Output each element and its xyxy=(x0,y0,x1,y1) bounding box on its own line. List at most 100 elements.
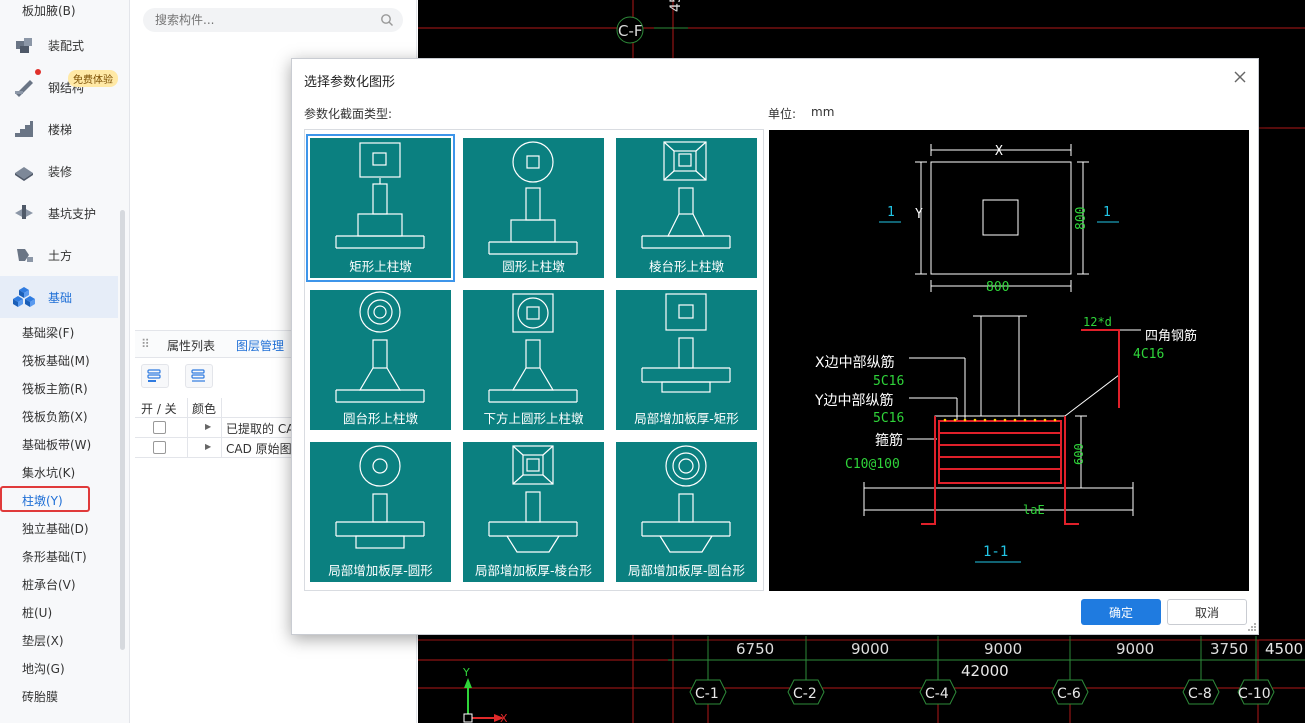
sub-item-foundation-beam[interactable]: 基础梁(F) xyxy=(22,326,75,340)
sidebar-item-decoration[interactable]: 装修 xyxy=(0,150,118,192)
unit-value: mm xyxy=(811,105,835,119)
sidebar-item-prefab[interactable]: 装配式 xyxy=(0,24,118,66)
rect-pier-thumbnail xyxy=(335,142,425,249)
table-row[interactable]: ▶ 已提取的 CAD xyxy=(135,418,417,438)
decoration-icon xyxy=(10,160,38,182)
layer-hide-button[interactable] xyxy=(185,364,213,388)
layer-checkbox[interactable] xyxy=(153,421,166,434)
expand-arrow-icon[interactable]: ▶ xyxy=(205,422,212,431)
axis-c1: C-1 xyxy=(695,686,719,702)
cancel-button[interactable]: 取消 xyxy=(1167,599,1247,625)
sidebar-item-earthwork[interactable]: 土方 xyxy=(0,234,118,276)
sidebar-item-foundation[interactable]: 基础 xyxy=(0,276,118,318)
x-mid-rebar-value: 5C16 xyxy=(873,374,904,389)
search-input[interactable] xyxy=(143,8,403,32)
sub-item-sump[interactable]: 集水坑(K) xyxy=(22,466,76,480)
shape-grid: 矩形上柱墩 圆形上柱墩 xyxy=(304,129,764,591)
shape-tile-frustum-top[interactable]: 棱台形上柱墩 xyxy=(616,138,757,278)
dim-9000-a: 9000 xyxy=(851,640,889,658)
confirm-button[interactable]: 确定 xyxy=(1081,599,1161,625)
sidebar-scrollbar[interactable] xyxy=(120,210,125,650)
thicken-cone-thumbnail xyxy=(641,445,731,553)
shape-preview: X Y 800 800 1 1 xyxy=(769,130,1249,591)
sub-item-pile-cap[interactable]: 桩承台(V) xyxy=(22,578,76,592)
search-icon[interactable] xyxy=(380,13,394,27)
sub-item-raft-neg-rebar[interactable]: 筏板负筋(X) xyxy=(22,410,88,424)
sub-item-trench[interactable]: 地沟(G) xyxy=(22,662,65,676)
layer-icon xyxy=(147,369,161,382)
sidebar-item-stairs[interactable]: 楼梯 xyxy=(0,108,118,150)
frustum-pier-thumbnail xyxy=(641,141,731,249)
sub-item-pile[interactable]: 桩(U) xyxy=(22,606,53,620)
circle-pier-thumbnail xyxy=(488,141,578,255)
shape-tile-thicken-frustum[interactable]: 局部增加板厚-棱台形 xyxy=(463,442,604,582)
layer-icon xyxy=(191,369,205,382)
dim-y-label: Y xyxy=(915,207,923,222)
close-icon[interactable] xyxy=(1232,69,1248,85)
shape-tile-rect-top[interactable]: 矩形上柱墩 xyxy=(306,134,455,282)
square-circle-pier-thumbnail xyxy=(488,293,578,403)
dim-4500: 4500 xyxy=(1265,640,1303,658)
layer-show-button[interactable] xyxy=(141,364,169,388)
foundation-icon xyxy=(10,286,38,308)
free-trial-badge[interactable]: 免费体验 xyxy=(68,70,118,87)
dim-9000-c: 9000 xyxy=(1116,640,1154,658)
shape-tile-circle-top[interactable]: 圆形上柱墩 xyxy=(463,138,604,278)
dim-total: 42000 xyxy=(961,662,1009,680)
shape-tile-thicken-cone[interactable]: 局部增加板厚-圆台形 xyxy=(616,442,757,582)
sub-item-raft-main-rebar[interactable]: 筏板主筋(R) xyxy=(22,382,88,396)
shape-tile-thicken-circle[interactable]: 局部增加板厚-圆形 xyxy=(310,442,451,582)
sub-item-slab-strip[interactable]: 基础板带(W) xyxy=(22,438,92,452)
shape-tile-square-circle-top[interactable]: 下方上圆形上柱墩 xyxy=(463,290,604,430)
sub-item-cushion[interactable]: 垫层(X) xyxy=(22,634,64,648)
section-mark-left: 1 xyxy=(887,205,895,220)
cad-drawing: C-F 45 6750 9000 9000 9000 3750 4500 420… xyxy=(418,0,1305,723)
layer-checkbox[interactable] xyxy=(153,441,166,454)
layer-table: 开 / 关 颜色 ▶ 已提取的 CAD ▶ CAD 原始图 xyxy=(135,398,417,458)
dialog-title: 选择参数化图形 xyxy=(304,75,396,90)
layer-name: 已提取的 CAD xyxy=(226,422,304,436)
shape-tile-thicken-rect[interactable]: 局部增加板厚-矩形 xyxy=(616,290,757,430)
corner-rebar-label: 四角钢筋 xyxy=(1145,328,1197,344)
table-header: 开 / 关 颜色 xyxy=(135,398,417,418)
dim-height: 800 xyxy=(1074,207,1089,230)
pier-height-label: 600 xyxy=(1072,443,1086,465)
dim-3750: 3750 xyxy=(1210,640,1248,658)
stirrup-label: 箍筋 xyxy=(875,432,903,449)
cone-pier-thumbnail xyxy=(335,291,425,403)
sub-item-strip-footing[interactable]: 条形基础(T) xyxy=(22,550,87,564)
axis-c6: C-6 xyxy=(1057,686,1081,702)
stairs-icon xyxy=(10,118,38,140)
preview-drawing: X Y 800 800 1 1 xyxy=(814,144,1197,563)
drag-handle-icon[interactable]: ⠿ xyxy=(141,337,150,351)
thicken-frustum-thumbnail xyxy=(488,445,578,553)
col-color: 颜色 xyxy=(192,402,217,416)
sub-item-raft[interactable]: 筏板基础(M) xyxy=(22,354,90,368)
thicken-circle-thumbnail xyxy=(335,445,425,549)
corner-rebar-value: 4C16 xyxy=(1133,347,1164,362)
resize-grip-icon[interactable] xyxy=(1247,622,1257,632)
section-type-label: 参数化截面类型: xyxy=(304,107,393,121)
axis-c2: C-2 xyxy=(793,686,817,702)
sidebar-item-slab-haunch[interactable]: 板加腋(B) xyxy=(22,4,76,18)
dim-6750: 6750 xyxy=(736,640,774,658)
section-title: 1-1 xyxy=(983,544,1008,560)
tab-layers[interactable]: 图层管理 xyxy=(236,339,285,353)
sub-item-brick-mold[interactable]: 砖胎膜 xyxy=(22,690,59,704)
sub-item-isolated-footing[interactable]: 独立基础(D) xyxy=(22,522,89,536)
ucs-x-label: X xyxy=(500,712,508,723)
layer-name: CAD 原始图 xyxy=(226,442,292,456)
table-row[interactable]: ▶ CAD 原始图 xyxy=(135,438,417,458)
sidebar-item-pit-support[interactable]: 基坑支护 xyxy=(0,192,118,234)
shape-tile-cone-top[interactable]: 圆台形上柱墩 xyxy=(310,290,451,430)
expand-arrow-icon[interactable]: ▶ xyxy=(205,442,212,451)
dim-x-label: X xyxy=(995,144,1003,159)
axis-c8: C-8 xyxy=(1188,686,1212,702)
y-mid-rebar-label: Y边中部纵筋 xyxy=(814,392,894,409)
steel-icon xyxy=(10,76,38,98)
axis-c10: C-10 xyxy=(1238,686,1271,702)
pit-support-icon xyxy=(10,202,38,224)
tab-properties[interactable]: 属性列表 xyxy=(167,339,216,353)
select-parametric-shape-dialog: 选择参数化图形 参数化截面类型: 单位: mm 矩形上柱墩 xyxy=(291,58,1259,635)
sub-item-column-pier[interactable]: 柱墩(Y) xyxy=(0,486,90,512)
